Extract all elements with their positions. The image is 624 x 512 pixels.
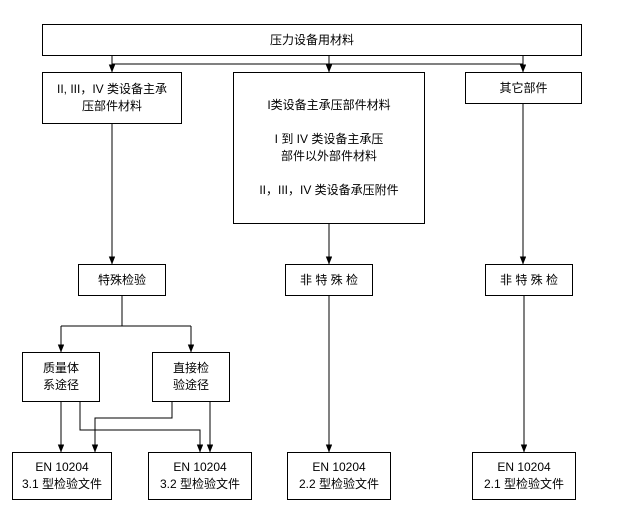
- node-class-i-main-pressure-parts-material: I类设备主承压部件材料 I 到 IV 类设备主承压部件以外部件材料 II，III…: [233, 72, 425, 224]
- node-non-special-inspection-middle: 非 特 殊 检: [285, 264, 373, 296]
- node-text-line: EN 10204: [312, 460, 366, 474]
- node-text-line: 质量体: [42, 361, 79, 375]
- node-text-line: 2.2 型检验文件: [298, 477, 380, 491]
- node-text-line: [327, 114, 330, 131]
- node-other-parts: 其它部件: [465, 72, 582, 104]
- node-text-line: I类设备主承压部件材料: [267, 98, 391, 112]
- node-text-line: 非 特 殊 检: [299, 272, 358, 287]
- node-text-line: 部件以外部件材料: [280, 149, 377, 163]
- node-text-line: 2.1 型检验文件: [483, 477, 565, 491]
- node-en10204-2-2: EN 10204 2.2 型检验文件: [287, 452, 391, 500]
- node-text-line: 特殊检验: [97, 272, 146, 287]
- node-direct-inspection-route: 直接检验途径: [152, 352, 230, 402]
- node-en10204-2-1: EN 10204 2.1 型检验文件: [472, 452, 576, 500]
- node-text-line: II, III，IV 类设备主承: [56, 82, 167, 96]
- node-text-line: 系途径: [42, 378, 79, 392]
- node-non-special-inspection-right: 非 特 殊 检: [485, 264, 573, 296]
- node-quality-system-route: 质量体系途径: [22, 352, 100, 402]
- node-special-inspection: 特殊检验: [78, 264, 166, 296]
- node-text-line: 直接检: [172, 361, 209, 375]
- node-text-line: I 到 IV 类设备主承压: [274, 132, 384, 146]
- node-text-line: [327, 165, 330, 182]
- node-text-line: EN 10204: [497, 460, 551, 474]
- node-text-line: 其它部件: [499, 80, 548, 95]
- node-text-line: II，III，IV 类设备承压附件: [259, 183, 399, 197]
- node-text-line: EN 10204: [173, 460, 227, 474]
- node-text-line: 验途径: [172, 378, 209, 392]
- node-title-pressure-equipment-material: 压力设备用材料: [42, 24, 582, 56]
- node-text-line: 3.1 型检验文件: [21, 477, 103, 491]
- node-text-line: EN 10204: [35, 460, 89, 474]
- node-text-line: 非 特 殊 检: [499, 272, 558, 287]
- node-en10204-3-2: EN 10204 3.2 型检验文件: [148, 452, 252, 500]
- node-en10204-3-1: EN 10204 3.1 型检验文件: [12, 452, 112, 500]
- node-text-line: 3.2 型检验文件: [159, 477, 241, 491]
- node-class-ii-iii-iv-main-pressure-material: II, III，IV 类设备主承压部件材料: [42, 72, 182, 124]
- node-text-line: 压部件材料: [81, 99, 142, 113]
